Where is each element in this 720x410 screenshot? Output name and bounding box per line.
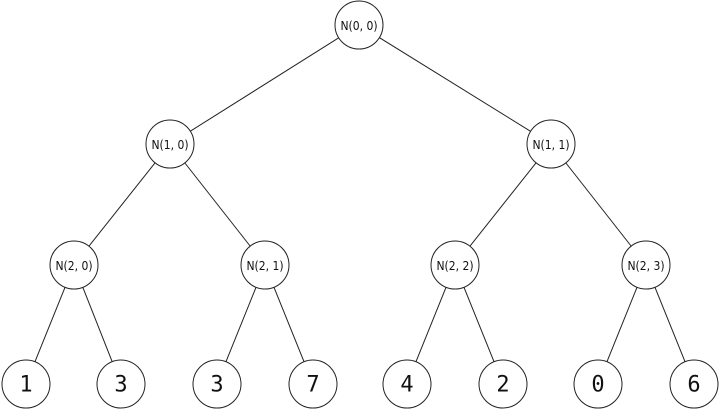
node-label: N(2, 0) [55,259,92,273]
edge-n00-n11 [379,37,531,132]
node-circle [288,359,338,409]
node-circle [526,119,576,169]
leaf-node-l3: 7 [288,359,338,409]
edge-n21-l2 [225,287,257,362]
leaf-node-l4: 4 [382,359,432,409]
edge-n10-n21 [184,162,251,247]
leaf-value: 0 [591,373,604,398]
tree-node-n20: N(2, 0) [49,240,99,290]
leaf-value: 3 [114,373,127,398]
leaf-value: 2 [496,373,509,398]
tree-node-n21: N(2, 1) [240,240,290,290]
node-circle [240,240,290,290]
node-circle [430,240,480,290]
node-label: N(1, 1) [532,138,569,152]
node-label: N(2, 3) [627,259,664,273]
node-circle [669,359,719,409]
edge-n11-n23 [565,162,632,247]
tree-node-n23: N(2, 3) [621,240,671,290]
leaf-node-l7: 6 [669,359,719,409]
node-circle [145,119,195,169]
edge-n23-l7 [654,287,686,362]
leaf-value: 3 [210,373,223,398]
node-circle [478,359,528,409]
tree-edges [34,37,686,362]
leaf-node-l0: 1 [1,359,51,409]
node-circle [49,240,99,290]
edge-n22-l4 [415,287,447,362]
leaf-value: 4 [400,373,413,398]
node-circle [1,359,51,409]
node-circle [334,0,384,50]
leaf-value: 1 [19,373,32,398]
tree-node-n11: N(1, 1) [526,119,576,169]
leaf-node-l5: 2 [478,359,528,409]
node-label: N(2, 2) [436,259,473,273]
tree-node-n10: N(1, 0) [145,119,195,169]
tree-node-n22: N(2, 2) [430,240,480,290]
edge-n11-n22 [469,162,537,247]
node-circle [96,359,146,409]
leaf-node-l2: 3 [192,359,242,409]
leaf-value: 7 [306,373,319,398]
edge-n10-n20 [88,162,156,247]
node-label: N(2, 1) [246,259,283,273]
node-label: N(1, 0) [151,138,188,152]
leaf-node-l1: 3 [96,359,146,409]
node-circle [621,240,671,290]
edge-n21-l3 [273,287,305,362]
edge-n23-l6 [606,287,638,362]
node-circle [382,359,432,409]
tree-node-n00: N(0, 0) [334,0,384,50]
edge-n20-l1 [82,287,113,362]
edge-n00-n10 [190,37,339,132]
edge-n22-l5 [463,287,495,362]
leaf-value: 6 [687,373,700,398]
node-label: N(0, 0) [340,19,377,33]
node-circle [192,359,242,409]
leaf-node-l6: 0 [573,359,623,409]
edge-n20-l0 [34,287,66,362]
node-circle [573,359,623,409]
